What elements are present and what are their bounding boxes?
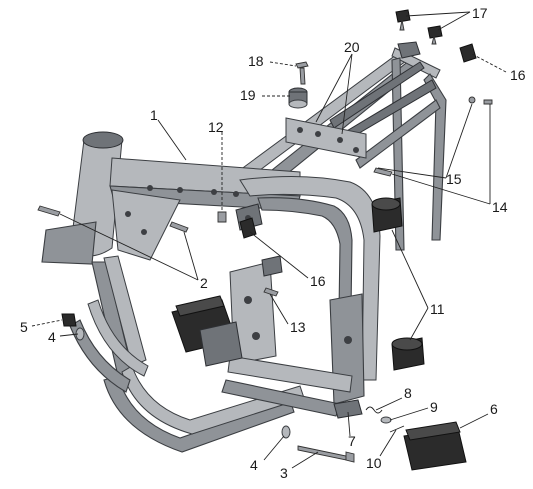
callout-5: 5: [20, 319, 28, 335]
footpeg-left: [171, 295, 243, 367]
callout-2: 2: [200, 275, 208, 291]
callout-13: 13: [290, 319, 306, 335]
mount-bushings: [371, 197, 425, 371]
leader-lines: [31, 11, 507, 469]
callout-7: 7: [348, 433, 356, 449]
callout-19: 19: [240, 87, 256, 103]
callout-3: 3: [280, 465, 288, 481]
callout-18: 18: [248, 53, 264, 69]
callout-12: 12: [208, 119, 224, 135]
callout-16-top: 16: [510, 67, 526, 83]
callout-15: 15: [446, 171, 462, 187]
callout-4-left: 4: [48, 329, 56, 345]
callout-4-bottom: 4: [250, 457, 258, 473]
callout-1: 1: [150, 107, 158, 123]
footpeg-right: [403, 421, 467, 471]
callout-9: 9: [430, 399, 438, 415]
callout-6: 6: [490, 401, 498, 417]
callout-14: 14: [492, 199, 508, 215]
callouts: 1 2 3 4 4 5 6 7 8 9 10 11 12 13 14 15 16…: [20, 5, 526, 481]
rear-subframe: [239, 41, 447, 251]
callout-10: 10: [366, 455, 382, 471]
callout-8: 8: [404, 385, 412, 401]
callout-16-lower: 16: [310, 273, 326, 289]
callout-17: 17: [472, 5, 488, 21]
callout-11: 11: [430, 301, 445, 317]
callout-20: 20: [344, 39, 360, 55]
main-frame: [41, 131, 381, 453]
hardware: [37, 9, 493, 463]
